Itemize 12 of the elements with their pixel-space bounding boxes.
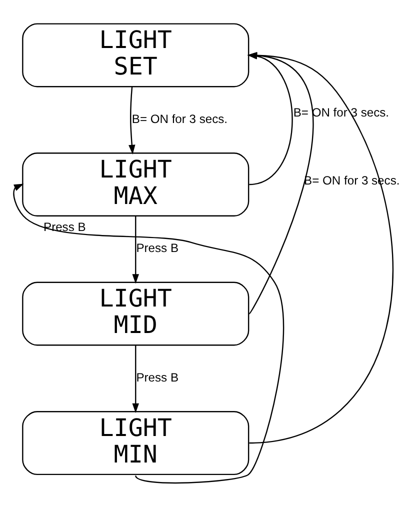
arrow (13, 183, 284, 483)
node-box: LIGHT MID (22, 281, 250, 346)
edge-label: B= ON for 3 secs. (132, 111, 228, 126)
edge-label: Press B (136, 240, 179, 255)
edge-label: Press B (136, 370, 179, 384)
node-box: LIGHT MIN (22, 410, 250, 475)
edge-label: Press B (44, 219, 86, 234)
node-box: LIGHT MAX (22, 152, 250, 216)
node-box: LIGHT SET (22, 22, 250, 87)
arrow (132, 344, 140, 413)
arrow (132, 216, 140, 284)
arrow (128, 86, 136, 154)
